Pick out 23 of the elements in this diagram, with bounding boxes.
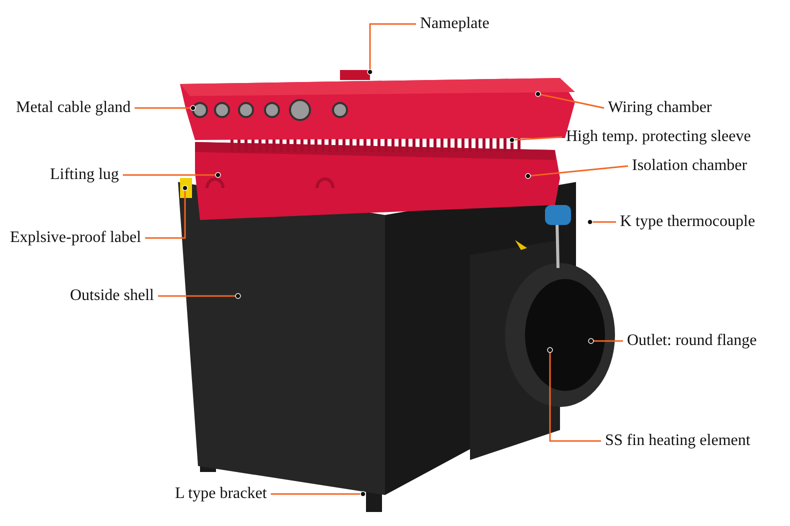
leader-line (134, 105, 196, 111)
callout-label: L type bracket (175, 484, 267, 504)
leader-line (270, 491, 366, 497)
callout-label: Lifting lug (50, 165, 119, 185)
callout-label: Nameplate (420, 14, 490, 34)
leader-line (535, 91, 604, 109)
callout-label: Isolation chamber (632, 156, 748, 176)
leader-line (145, 185, 188, 239)
callout-label: Outlet: round flange (627, 331, 757, 351)
leader-line (547, 347, 601, 442)
callout-label: K type thermocouple (620, 212, 756, 232)
leader-line (525, 165, 628, 179)
callout-label: High temp. protecting sleeve (566, 127, 751, 147)
callout-label: Metal cable gland (16, 98, 131, 118)
callout-label: Explsive-proof label (10, 228, 142, 248)
leader-line (509, 136, 562, 143)
callout-label: Wiring chamber (608, 98, 712, 118)
leader-line (367, 23, 416, 75)
callout-label: Outside shell (70, 286, 154, 306)
leader-line (122, 172, 221, 178)
callout-label: SS fin heating element (605, 431, 750, 451)
leader-line (587, 219, 616, 225)
leader-line (158, 293, 241, 299)
